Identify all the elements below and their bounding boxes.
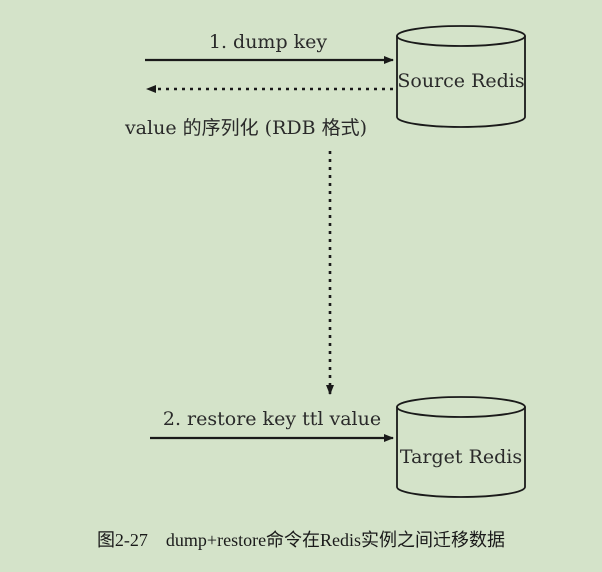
serialized-value-label: value 的序列化 (RDB 格式)	[124, 117, 367, 139]
target-redis-cylinder	[396, 407, 526, 498]
target-redis-node: Target Redis	[396, 396, 526, 498]
restore-edge: 2. restore key ttl value	[150, 408, 394, 442]
serialized-value-edge: value 的序列化 (RDB 格式)	[124, 85, 393, 139]
source-redis-cylinder-top	[396, 25, 526, 47]
dump-key-label: 1. dump key	[209, 31, 328, 53]
source-redis-node: Source Redis	[396, 25, 526, 128]
figure-caption: 图2-27 dump+restore命令在Redis实例之间迁移数据	[96, 530, 506, 550]
dump-key-edge: 1. dump key	[145, 31, 394, 64]
target-redis-label: Target Redis	[400, 446, 522, 468]
target-redis-cylinder-top	[396, 396, 526, 418]
restore-label: 2. restore key ttl value	[163, 408, 381, 430]
source-redis-label: Source Redis	[397, 70, 524, 92]
source-redis-cylinder	[396, 36, 526, 128]
